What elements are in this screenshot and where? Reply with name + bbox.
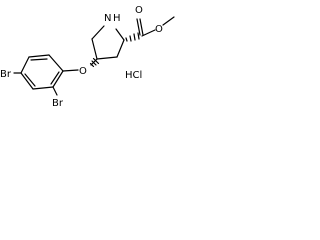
ring-bond-c2-c3 (116, 39, 125, 58)
nitrogen-hydrogen-label: H (113, 13, 121, 24)
hash-ester-2 (129, 35, 132, 42)
hash-wedge-1 (89, 62, 95, 68)
ring-bond-c3-c4 (20, 56, 30, 74)
ring-bond-c6-c1-inner (50, 71, 60, 85)
ether-oxygen-label: O (79, 66, 87, 77)
atom-labels: N H O O O Br Br HCl (0, 5, 163, 109)
bond-c-o-double-1 (136, 18, 141, 36)
hash-wedge-3 (92, 57, 100, 65)
ring-bond-n1-c2 (115, 28, 125, 41)
bond-c-o-single (141, 29, 156, 37)
hcl-salt-label: HCl (125, 70, 142, 81)
bond-o-c4-pyrrolidine (90, 58, 98, 66)
ring-bond-c4-c5 (91, 38, 98, 60)
ring-bond-c4-c5-inner (24, 73, 36, 87)
ring-bond-c1-c2 (48, 54, 64, 72)
hash-ester-4 (137, 32, 140, 40)
bromine-left-label: Br (0, 69, 12, 80)
ester-oxygen-label: O (155, 24, 163, 35)
ring-bond-c4-c5 (20, 72, 34, 90)
chemical-structure: N H O O O Br Br HCl (0, 5, 175, 109)
ring-bond-c3-c4 (96, 56, 118, 60)
bond-c6-br (52, 86, 58, 96)
bonds (13, 16, 175, 96)
ring-bond-c2-c3-inner (30, 58, 48, 61)
hash-ester-3 (133, 33, 136, 41)
bond-c1-o (62, 69, 79, 72)
ring-bond-c2-c3 (28, 54, 50, 58)
bromine-bottom-label: Br (52, 98, 64, 109)
hash-wedge-2 (91, 60, 97, 66)
bond-c-o-double-2 (139, 18, 144, 36)
carbonyl-oxygen-label: O (135, 5, 143, 16)
ring-bond-c5-n1 (91, 25, 105, 40)
bond-o-methyl (162, 16, 175, 26)
nitrogen-label: N (104, 13, 111, 24)
ring-bond-c6-c1 (52, 70, 64, 88)
hash-ester-1 (125, 37, 128, 42)
ring-bond-c5-c6 (32, 86, 54, 90)
